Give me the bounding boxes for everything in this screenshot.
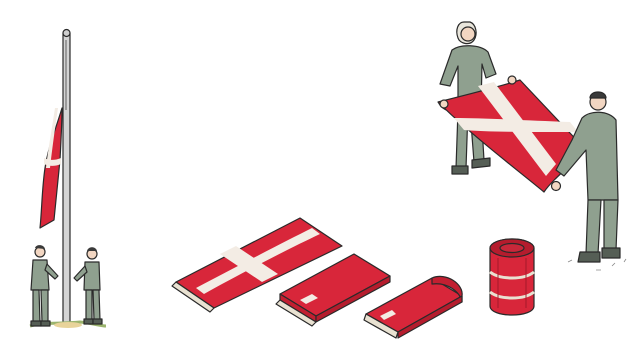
half-mast-flag [40, 108, 62, 228]
flagpole-scene [30, 30, 106, 329]
person-holding-right [552, 92, 621, 262]
person-right-flagpole [74, 247, 102, 324]
flag-fold-sequence [172, 218, 534, 338]
flag-holding-scene [438, 22, 626, 270]
flagpole [63, 33, 70, 325]
person-left-flagpole [31, 245, 58, 326]
flagpole-finial [63, 30, 70, 37]
rolled-flag-bundle [490, 239, 534, 315]
